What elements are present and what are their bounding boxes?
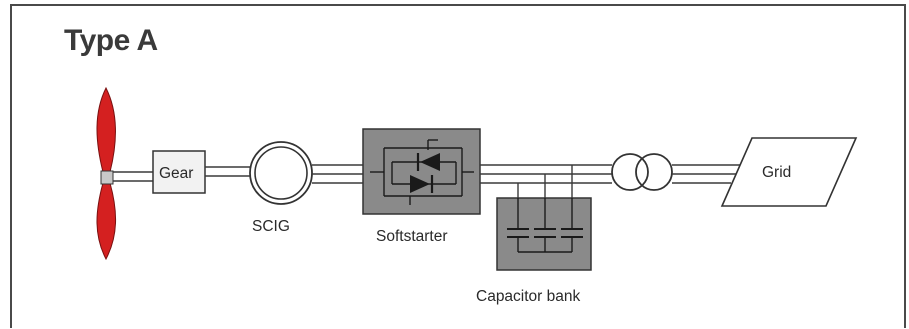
grid-icon [720, 137, 858, 207]
blade-upper [96, 86, 117, 173]
grid-label: Grid [762, 164, 791, 181]
scig-generator-icon [249, 141, 313, 205]
transformer-icon [611, 153, 673, 191]
gear-box [152, 150, 206, 194]
shaft-gear-scig [205, 166, 250, 177]
thyristor-lower [410, 175, 430, 193]
scig-label: SCIG [252, 218, 290, 235]
capacitor-taps [517, 165, 573, 198]
hub [100, 170, 114, 185]
thyristor-upper [420, 153, 440, 171]
lines-scig-softstarter [312, 164, 363, 184]
capacitor-bank-label: Capacitor bank [476, 288, 581, 305]
diagram-title: Type A [64, 24, 158, 57]
lines-softstarter-transformer [480, 164, 612, 184]
shaft-hub-gear [113, 171, 153, 182]
capacitor-bank-icon [496, 197, 592, 271]
blade-lower [96, 182, 117, 261]
lines-transformer-grid [672, 164, 742, 184]
gear-label: Gear [159, 165, 193, 182]
turbine-rotor-icon [96, 86, 117, 261]
softstarter-icon [362, 128, 481, 215]
softstarter-label: Softstarter [376, 228, 448, 245]
